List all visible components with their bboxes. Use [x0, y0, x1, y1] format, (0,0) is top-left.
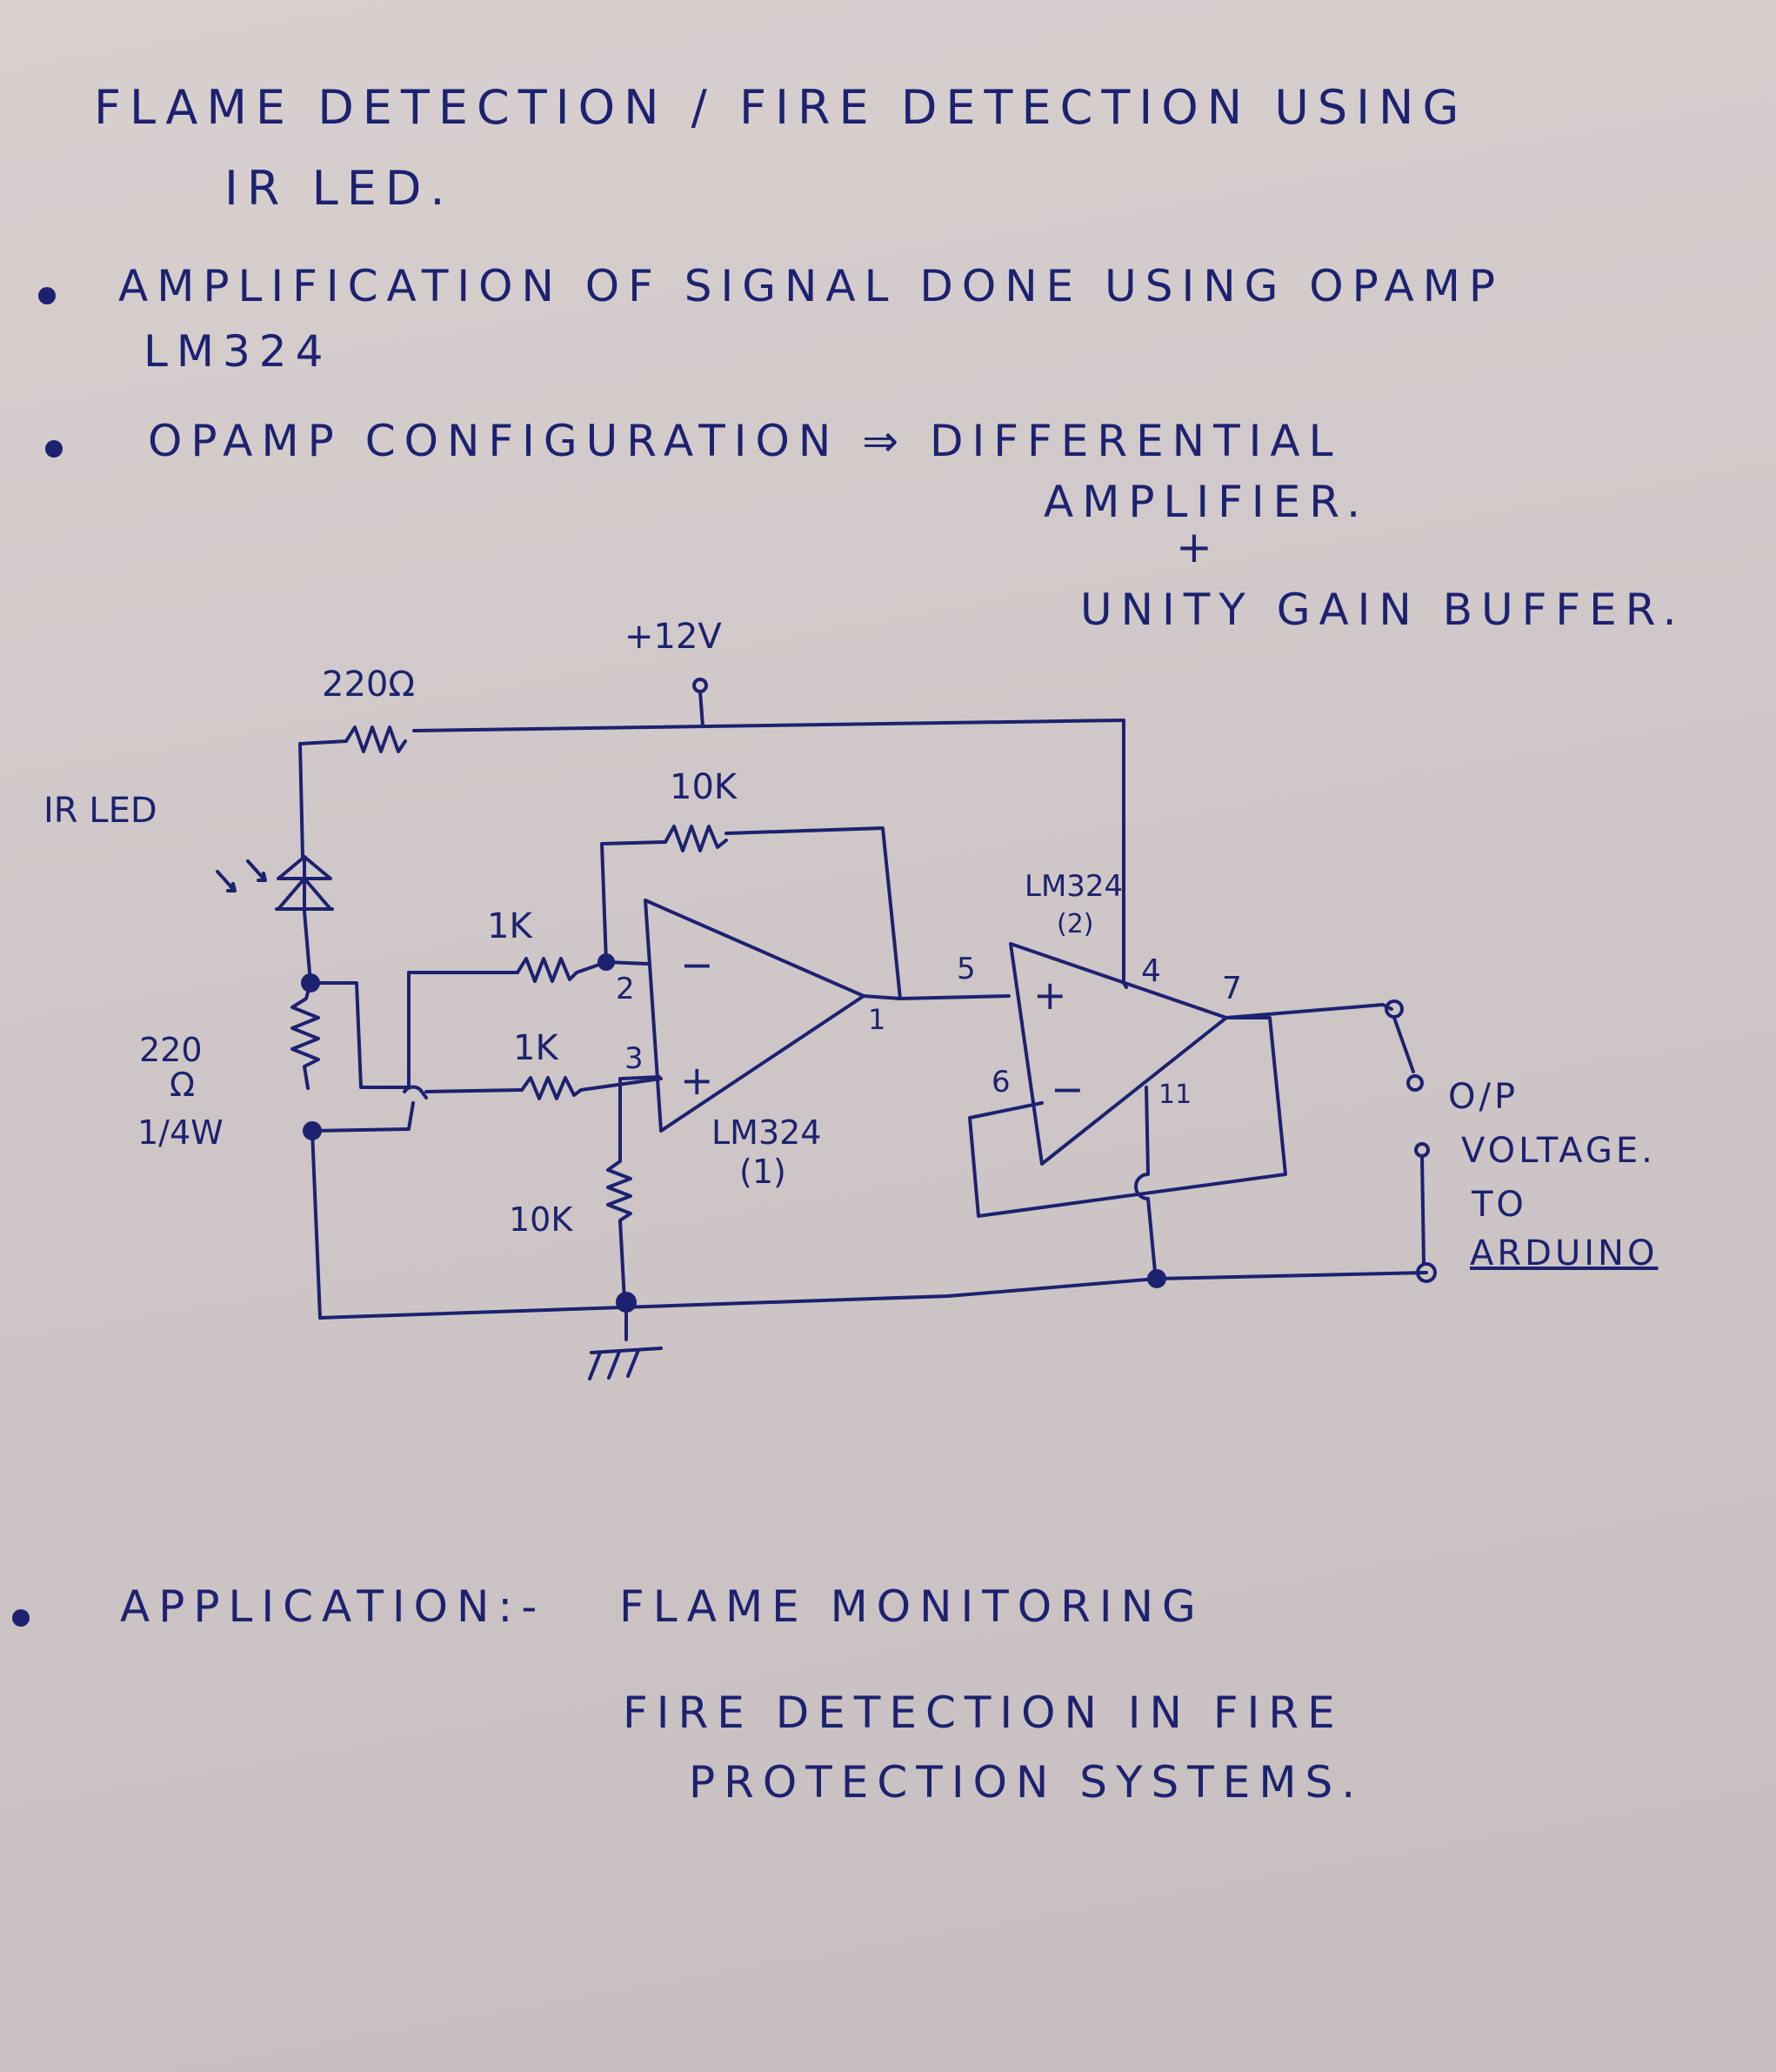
wire-ground-rail — [318, 1271, 1428, 1320]
wire-feedback-left — [600, 840, 667, 964]
r-in-inv-label: 1K — [487, 906, 533, 946]
supply-label: +12V — [624, 617, 722, 657]
opamp-1-symbol — [644, 899, 865, 1133]
pin-4: 4 — [1141, 953, 1161, 989]
resistor-220-led — [290, 981, 320, 1090]
pin-2: 2 — [616, 972, 635, 1006]
wire-pin4 — [1122, 981, 1128, 989]
ground-terminal — [1416, 1262, 1437, 1283]
wire-tap-lower — [310, 1101, 415, 1133]
wire-left-vertical — [298, 742, 304, 859]
application-item-1: FLAME MONITORING — [619, 1581, 1205, 1632]
wire-pin11 — [1134, 1086, 1157, 1273]
resistor-220-top — [344, 725, 407, 753]
pin-7: 7 — [1222, 971, 1242, 1006]
opamp2-minus: − — [1051, 1066, 1085, 1113]
opamp-2-symbol — [1009, 942, 1228, 1166]
r-feedback-label: 10K — [670, 767, 738, 807]
opamp1-minus: − — [680, 941, 714, 988]
output-terminal — [1406, 1074, 1424, 1092]
output-arduino: ARDUINO — [1470, 1233, 1659, 1273]
resistor-1k-noninverting — [520, 1076, 663, 1100]
pin-3: 3 — [624, 1041, 644, 1076]
wire-output-ground — [1420, 1154, 1425, 1265]
pin-1: 1 — [868, 1003, 885, 1036]
resistor-1k-inverting — [516, 957, 611, 983]
wire-top-left — [298, 739, 348, 745]
wire-buffer-feedback — [968, 1016, 1287, 1218]
wire-feedback-right — [724, 826, 902, 1000]
wire-noninv-input — [424, 1088, 524, 1093]
output-to: TO — [1472, 1185, 1527, 1225]
wire-opamp1-out — [862, 994, 1011, 1000]
wire-pin3 — [620, 1075, 661, 1080]
pin-5: 5 — [957, 952, 976, 986]
bullet-dot — [38, 287, 56, 304]
wire-led-down — [303, 910, 312, 985]
supply-terminal — [692, 678, 708, 728]
pin-11: 11 — [1158, 1079, 1192, 1110]
output-label: O/P — [1448, 1077, 1519, 1117]
config-plus: + — [1176, 522, 1221, 572]
wire-left-ground — [310, 1129, 322, 1320]
junction — [1147, 1269, 1166, 1288]
wire-output — [1225, 1003, 1393, 1019]
opamp2-part: LM324 — [1025, 869, 1123, 904]
output-terminal — [1414, 1142, 1430, 1158]
r-led-unit: Ω — [170, 1066, 195, 1104]
r-top-label: 220Ω — [322, 665, 415, 705]
wire-crossover — [403, 1085, 428, 1099]
opamp1-index: (1) — [739, 1153, 786, 1191]
wire-top-rail — [412, 719, 1125, 985]
pin-6: 6 — [991, 1065, 1011, 1099]
ir-led-label: IR LED — [43, 791, 157, 831]
bullet-dot — [45, 440, 63, 458]
application-label: APPLICATION:- — [120, 1581, 546, 1632]
opamp1-plus: + — [680, 1057, 714, 1104]
opamp2-index: (2) — [1057, 909, 1094, 939]
bullet-amplification: AMPLIFICATION OF SIGNAL DONE USING OPAMP — [118, 261, 1505, 311]
config-buffer: UNITY GAIN BUFFER. — [1080, 585, 1686, 635]
bullet-configuration: OPAMP CONFIGURATION ⇒ DIFFERENTIAL — [148, 416, 1342, 466]
ground-symbol — [588, 1347, 663, 1380]
page-title-line2: IR LED. — [224, 161, 454, 216]
page-title: FLAME DETECTION / FIRE DETECTION USING — [94, 80, 1468, 135]
application-item-2: FIRE DETECTION IN FIRE — [623, 1688, 1344, 1738]
r-led-value: 220 — [139, 1031, 203, 1069]
opamp1-part: LM324 — [711, 1113, 822, 1152]
bullet-dot — [12, 1609, 30, 1627]
r-ground-label: 10K — [509, 1200, 573, 1239]
wire-output-switch — [1392, 1016, 1415, 1073]
ir-led-symbol — [216, 855, 334, 913]
application-item-2-cont: PROTECTION SYSTEMS. — [689, 1757, 1365, 1808]
opamp2-plus: + — [1033, 972, 1067, 1019]
bullet-amplification-part: LM324 — [144, 326, 332, 377]
r-led-power: 1/4W — [137, 1113, 224, 1152]
resistor-10k-feedback — [664, 825, 728, 852]
output-voltage: VOLTAGE. — [1461, 1131, 1656, 1171]
config-amplifier: AMPLIFIER. — [1044, 477, 1370, 527]
wire-pin2 — [604, 960, 650, 966]
wire-tap-upper — [309, 981, 411, 1089]
r-in-noninv-label: 1K — [513, 1028, 559, 1068]
resistor-10k-ground — [606, 1160, 632, 1302]
